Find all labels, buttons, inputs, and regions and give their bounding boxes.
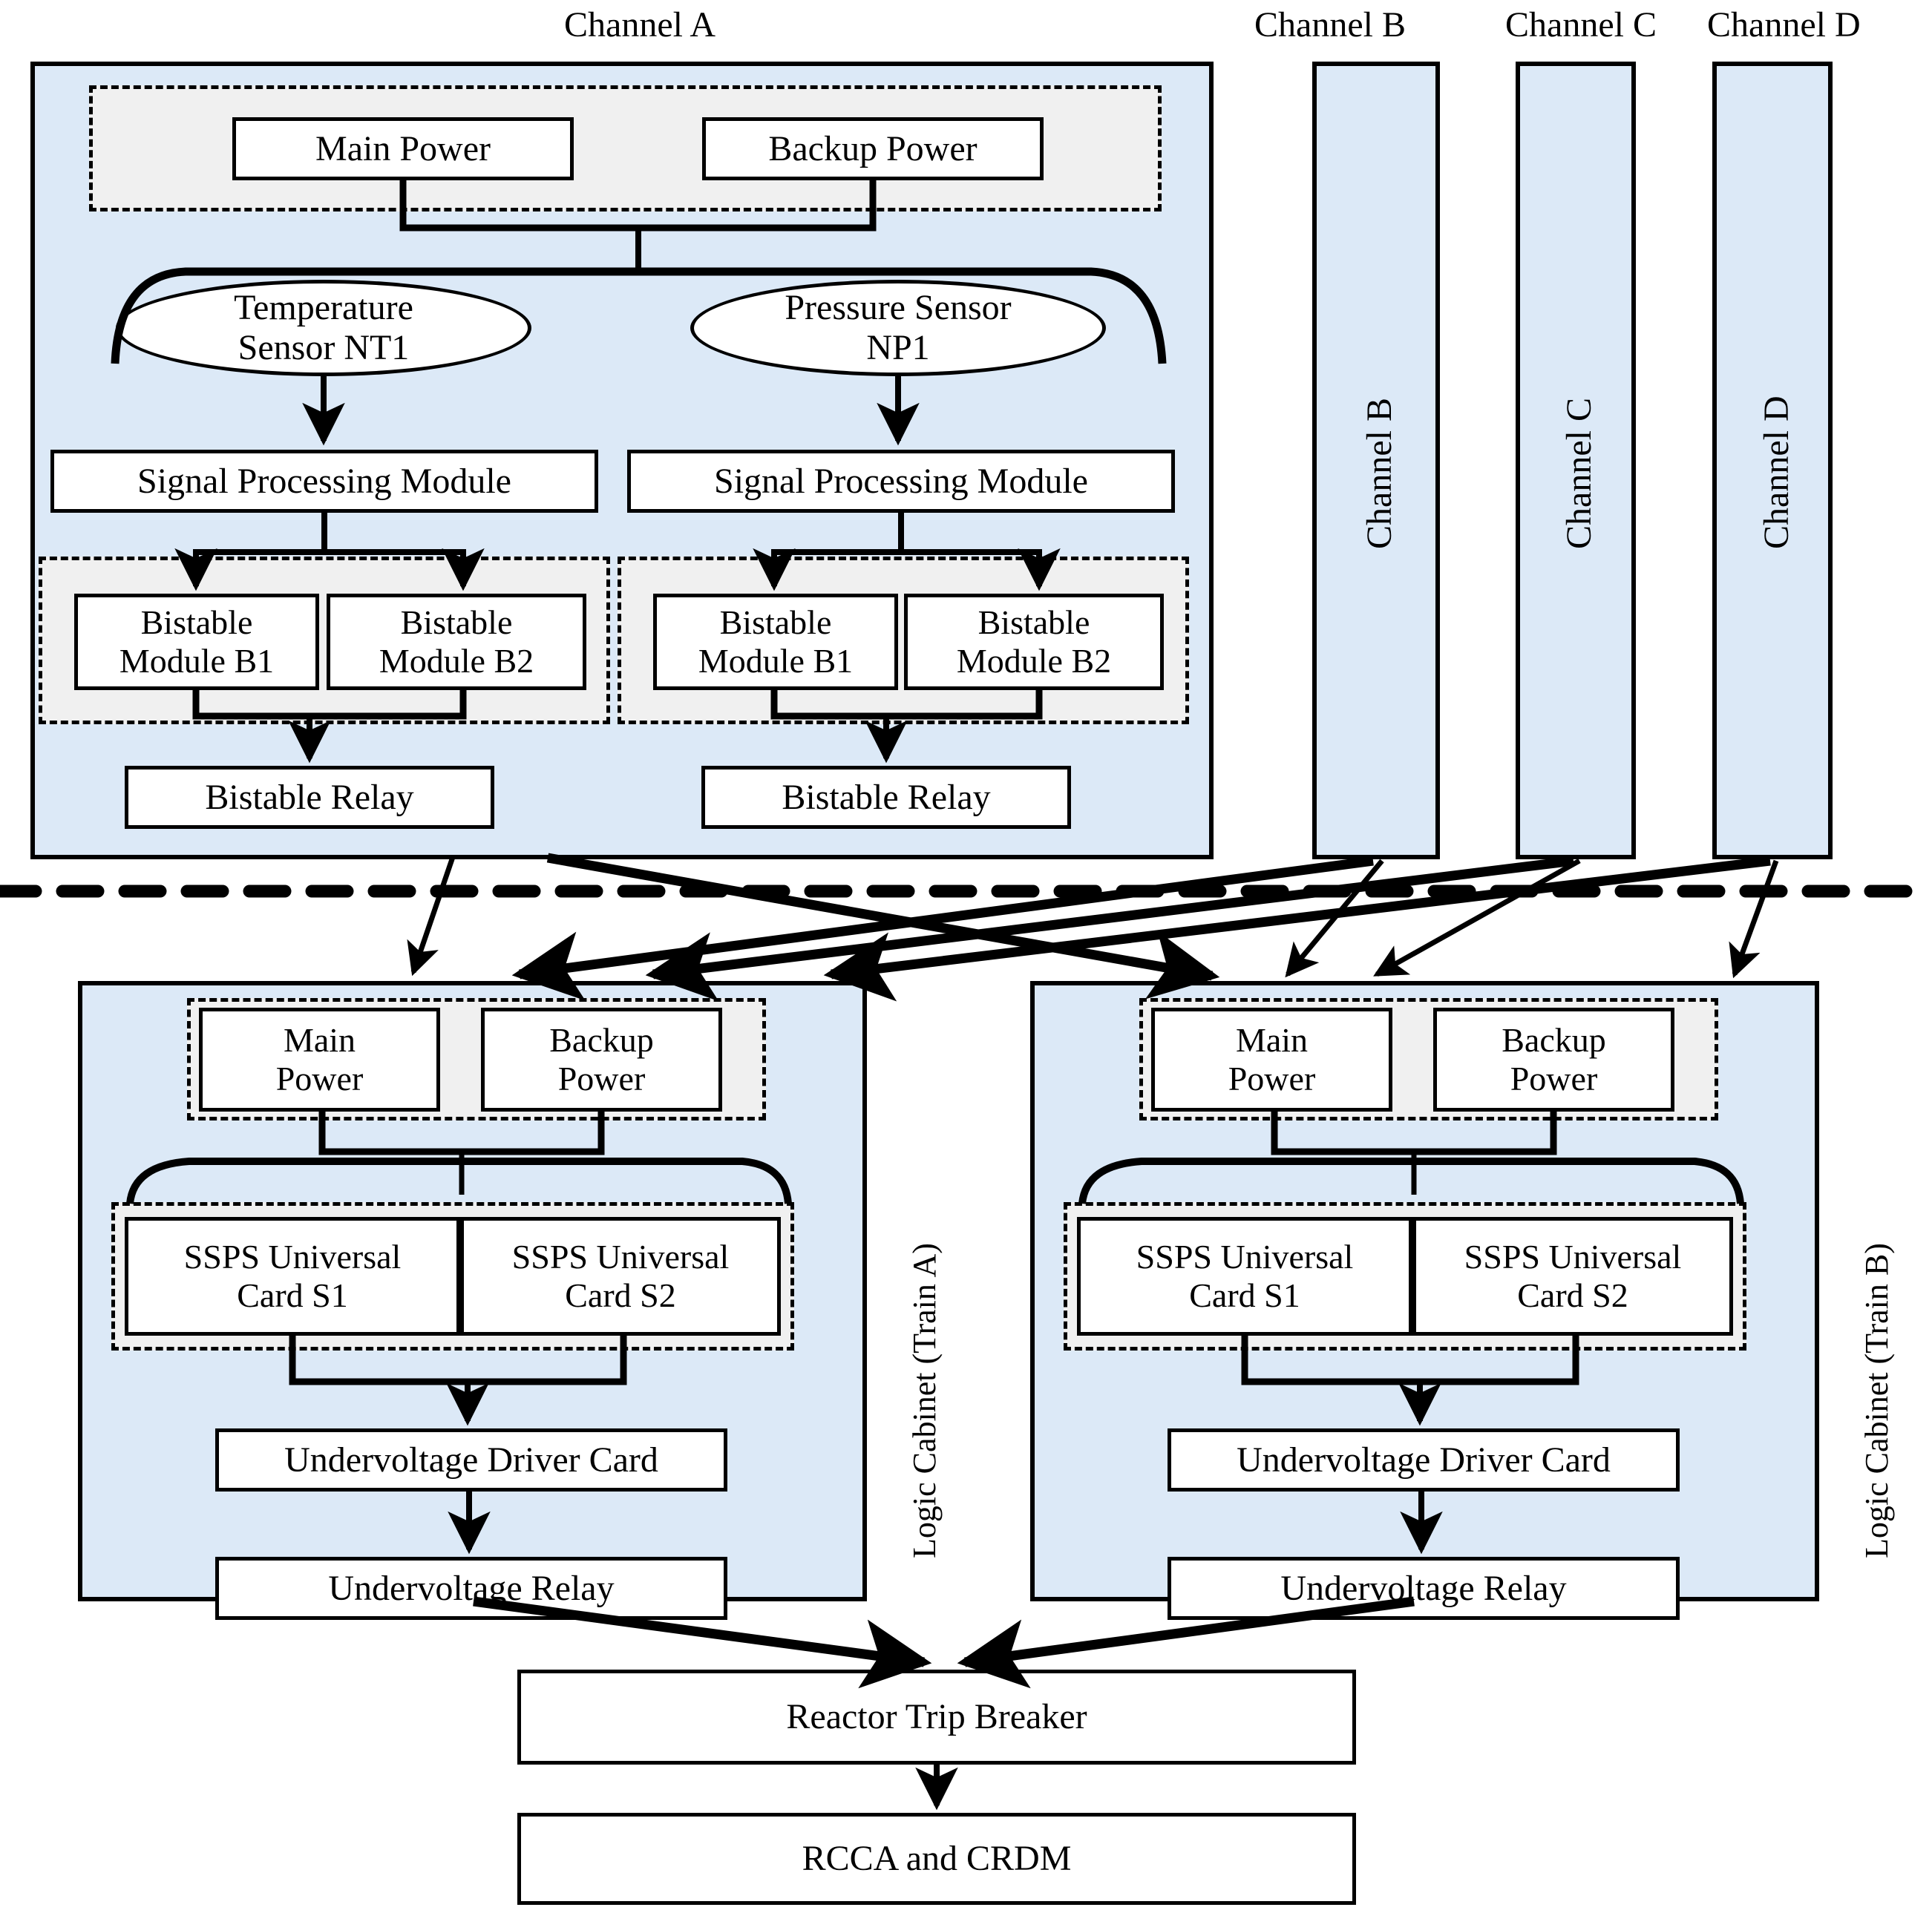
train-b-card-s2-line1: SSPS Universal bbox=[1464, 1238, 1682, 1276]
bistable-b1-p-line2: Module B1 bbox=[698, 642, 854, 680]
pressure-sensor-np1[interactable]: Pressure Sensor NP1 bbox=[690, 280, 1106, 376]
temperature-sensor-nt1[interactable]: Temperature Sensor NT1 bbox=[116, 280, 531, 376]
train-a-card-s2-line1: SSPS Universal bbox=[511, 1238, 730, 1276]
train-a-undervoltage-relay[interactable]: Undervoltage Relay bbox=[215, 1557, 727, 1620]
arrow-channel-c-to-train-b bbox=[1373, 858, 1581, 977]
bistable-b2-p-line1: Bistable bbox=[978, 603, 1090, 642]
bistable-relay-temperature[interactable]: Bistable Relay bbox=[125, 766, 494, 829]
train-b-main-power-box[interactable]: Main Power bbox=[1151, 1008, 1392, 1112]
channel-a-backup-power-box[interactable]: Backup Power bbox=[702, 117, 1044, 180]
train-b-ssps-card-s2[interactable]: SSPS Universal Card S2 bbox=[1412, 1217, 1733, 1336]
arrow-channel-a-to-train-a bbox=[407, 856, 456, 977]
train-a-backup-power-box[interactable]: Backup Power bbox=[481, 1008, 722, 1112]
channel-a-main-power-box[interactable]: Main Power bbox=[232, 117, 574, 180]
channel-d-vertical-label: Channel D bbox=[1757, 396, 1796, 549]
bistable-module-b2-pressure[interactable]: Bistable Module B2 bbox=[904, 594, 1164, 690]
temperature-sensor-line1: Temperature bbox=[234, 288, 413, 328]
bistable-b1-t-line2: Module B1 bbox=[119, 642, 275, 680]
train-b-card-s1-line1: SSPS Universal bbox=[1136, 1238, 1354, 1276]
arrow-channel-c-to-train-a bbox=[645, 856, 1574, 1002]
logic-cabinet-train-b-label: Logic Cabinet (Train B) bbox=[1859, 1243, 1895, 1558]
train-a-card-s1-line1: SSPS Universal bbox=[183, 1238, 402, 1276]
train-a-ssps-card-s1[interactable]: SSPS Universal Card S1 bbox=[125, 1217, 460, 1336]
bistable-b2-t-line2: Module B2 bbox=[379, 642, 534, 680]
logic-cabinet-train-a-label: Logic Cabinet (Train A) bbox=[906, 1243, 943, 1558]
channel-c-vertical-label: Channel C bbox=[1559, 398, 1599, 549]
pressure-sensor-line1: Pressure Sensor bbox=[785, 288, 1012, 328]
train-a-undervoltage-driver-card[interactable]: Undervoltage Driver Card bbox=[215, 1428, 727, 1492]
channel-c-panel[interactable] bbox=[1516, 62, 1636, 859]
bistable-relay-pressure[interactable]: Bistable Relay bbox=[701, 766, 1071, 829]
arrow-channel-d-to-train-a bbox=[823, 856, 1771, 1002]
train-b-backup-power-box[interactable]: Backup Power bbox=[1433, 1008, 1674, 1112]
train-a-main-line1: Main bbox=[283, 1021, 356, 1060]
train-b-main-line2: Power bbox=[1228, 1060, 1316, 1097]
bistable-module-b1-temperature[interactable]: Bistable Module B1 bbox=[74, 594, 319, 690]
channel-c-header: Channel C bbox=[1505, 5, 1657, 45]
train-b-card-s1-line2: Card S1 bbox=[1189, 1276, 1300, 1314]
arrow-channel-b-to-train-a bbox=[511, 856, 1374, 1001]
train-a-main-power-box[interactable]: Main Power bbox=[199, 1008, 440, 1112]
bistable-b2-p-line2: Module B2 bbox=[956, 642, 1112, 680]
train-b-card-s2-line2: Card S2 bbox=[1517, 1276, 1628, 1314]
bistable-module-b1-pressure[interactable]: Bistable Module B1 bbox=[653, 594, 898, 690]
channel-d-header: Channel D bbox=[1707, 5, 1861, 45]
train-a-backup-line1: Backup bbox=[549, 1021, 654, 1060]
channel-d-panel[interactable] bbox=[1712, 62, 1833, 859]
temperature-sensor-line2: Sensor NT1 bbox=[238, 328, 410, 367]
train-b-ssps-card-s1[interactable]: SSPS Universal Card S1 bbox=[1077, 1217, 1412, 1336]
channel-b-panel[interactable] bbox=[1312, 62, 1440, 859]
train-a-card-s1-line2: Card S1 bbox=[237, 1276, 348, 1314]
signal-processing-module-pressure[interactable]: Signal Processing Module bbox=[627, 450, 1175, 513]
train-a-ssps-card-s2[interactable]: SSPS Universal Card S2 bbox=[460, 1217, 781, 1336]
bistable-b1-p-line1: Bistable bbox=[719, 603, 832, 642]
train-b-undervoltage-driver-card[interactable]: Undervoltage Driver Card bbox=[1168, 1428, 1680, 1492]
train-b-undervoltage-relay[interactable]: Undervoltage Relay bbox=[1168, 1557, 1680, 1620]
signal-processing-module-temperature[interactable]: Signal Processing Module bbox=[50, 450, 598, 513]
reactor-trip-breaker-box[interactable]: Reactor Trip Breaker bbox=[517, 1670, 1356, 1765]
rcca-and-crdm-box[interactable]: RCCA and CRDM bbox=[517, 1813, 1356, 1905]
arrow-channel-a-to-train-b bbox=[546, 853, 1220, 1000]
train-b-backup-line1: Backup bbox=[1502, 1021, 1606, 1060]
pressure-sensor-line2: NP1 bbox=[866, 328, 930, 367]
train-a-main-line2: Power bbox=[275, 1060, 364, 1097]
train-b-backup-line2: Power bbox=[1510, 1060, 1598, 1097]
bistable-module-b2-temperature[interactable]: Bistable Module B2 bbox=[327, 594, 586, 690]
channel-b-header: Channel B bbox=[1254, 5, 1406, 45]
train-b-main-line1: Main bbox=[1235, 1021, 1309, 1060]
bistable-b1-t-line1: Bistable bbox=[140, 603, 253, 642]
train-a-backup-line2: Power bbox=[557, 1060, 646, 1097]
arrow-channel-b-to-train-b bbox=[1285, 859, 1384, 978]
channel-a-header: Channel A bbox=[564, 5, 716, 45]
channel-b-vertical-label: Channel B bbox=[1360, 398, 1399, 549]
arrow-channel-d-to-train-b bbox=[1729, 859, 1779, 979]
bistable-b2-t-line1: Bistable bbox=[400, 603, 513, 642]
train-a-card-s2-line2: Card S2 bbox=[565, 1276, 676, 1314]
